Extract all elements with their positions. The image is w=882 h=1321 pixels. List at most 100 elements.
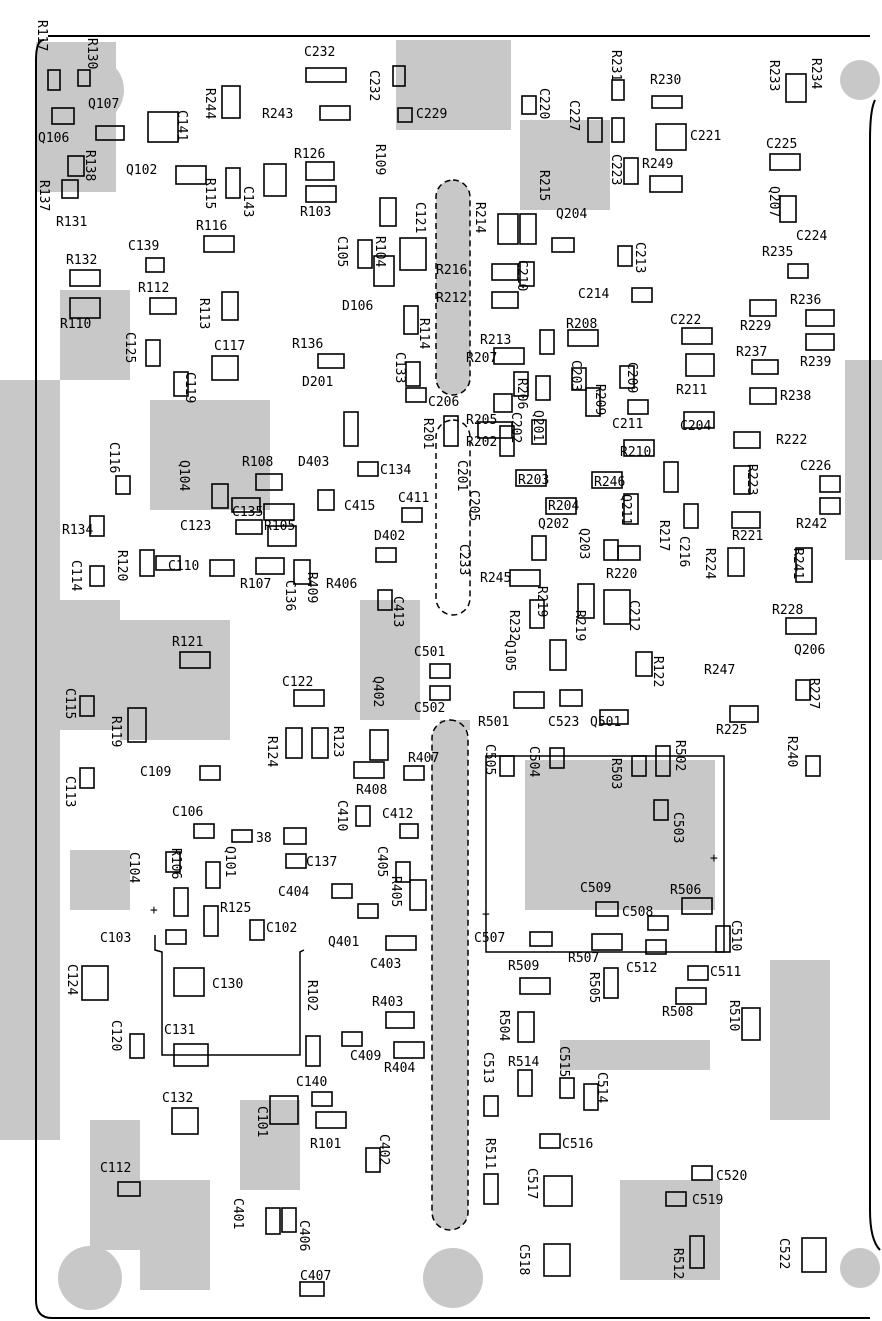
- component-label: R209: [592, 384, 607, 415]
- component-label: C202: [508, 412, 523, 443]
- component-label: C135: [232, 505, 263, 520]
- slot-middle: [435, 419, 471, 616]
- component-label: R113: [196, 298, 211, 329]
- component-label: R207: [466, 351, 497, 366]
- component-label: Q206: [794, 643, 825, 658]
- component-label: R249: [642, 157, 673, 172]
- copper-pour: [0, 40, 882, 1310]
- component-label: R117: [34, 20, 49, 51]
- component-label: R243: [262, 107, 293, 122]
- component-label: R245: [480, 571, 511, 586]
- component-label: R121: [172, 635, 203, 650]
- component-label: R204: [548, 499, 579, 514]
- component-label: C229: [416, 107, 447, 122]
- component-label: R514: [508, 1055, 539, 1070]
- component-label: R229: [740, 319, 771, 334]
- component-label: R125: [220, 901, 251, 916]
- component-label: R238: [780, 389, 811, 404]
- board-edge-right: [869, 99, 881, 1251]
- component-label: R512: [670, 1248, 685, 1279]
- component-label: C209: [624, 362, 639, 393]
- plus-mark: +: [482, 907, 490, 922]
- component-label: R240: [784, 736, 799, 767]
- component-label: R136: [292, 337, 323, 352]
- component-label: C130: [212, 977, 243, 992]
- component-label: C103: [100, 931, 131, 946]
- component-label: R232: [506, 610, 521, 641]
- component-label: R509: [508, 959, 539, 974]
- component-label: R110: [60, 317, 91, 332]
- component-label: C216: [676, 536, 691, 567]
- component-label: Q102: [126, 163, 157, 178]
- component-label: C510: [728, 920, 743, 951]
- component-label: R211: [676, 383, 707, 398]
- component-label: R230: [650, 73, 681, 88]
- component-label: R130: [84, 38, 99, 69]
- footprints: [47, 65, 841, 1297]
- component-label: C504: [526, 746, 541, 777]
- component-label: C411: [398, 491, 429, 506]
- component-label: R219: [534, 586, 549, 617]
- component-label: R505: [586, 972, 601, 1003]
- component-label: C415: [344, 499, 375, 514]
- component-label: C227: [566, 100, 581, 131]
- component-label: R124: [264, 736, 279, 767]
- component-label: R212: [436, 291, 467, 306]
- component-label: R202: [466, 435, 497, 450]
- slot-upper: [435, 179, 471, 396]
- component-label: R405: [388, 876, 403, 907]
- component-label: C221: [690, 129, 721, 144]
- component-label: R138: [82, 150, 97, 181]
- component-label: C117: [214, 339, 245, 354]
- component-label: R247: [704, 663, 735, 678]
- component-label: C212: [626, 600, 641, 631]
- component-label: C507: [474, 931, 505, 946]
- component-label: R241: [790, 548, 805, 579]
- component-label: Q211: [618, 494, 633, 525]
- component-label: C503: [670, 812, 685, 843]
- component-label: C410: [334, 800, 349, 831]
- component-label: C517: [524, 1168, 539, 1199]
- component-label: R102: [304, 980, 319, 1011]
- component-label: R122: [650, 656, 665, 687]
- component-label: C204: [680, 419, 711, 434]
- component-label: C505: [482, 744, 497, 775]
- component-label: R104: [372, 236, 387, 267]
- component-label: R216: [436, 263, 467, 278]
- component-label: Q204: [556, 207, 587, 222]
- component-label: R237: [736, 345, 767, 360]
- component-label: C101: [254, 1106, 269, 1137]
- component-label: R106: [168, 848, 183, 879]
- component-label: R210: [620, 445, 651, 460]
- component-label: C124: [64, 964, 79, 995]
- plus-mark: +: [150, 903, 158, 918]
- component-label: C233: [456, 544, 471, 575]
- slot-lower: [431, 719, 469, 1231]
- component-label: R114: [416, 318, 431, 349]
- component-label: C201: [454, 460, 469, 491]
- component-label: R221: [732, 529, 763, 544]
- component-label: R220: [606, 567, 637, 582]
- component-label: C109: [140, 765, 171, 780]
- component-label: C125: [122, 332, 137, 363]
- component-label: C112: [100, 1161, 131, 1176]
- component-label: C409: [350, 1049, 381, 1064]
- component-label: C116: [106, 442, 121, 473]
- component-label: R408: [356, 783, 387, 798]
- component-label: C223: [608, 154, 623, 185]
- component-label: R115: [202, 178, 217, 209]
- component-label: R510: [726, 1000, 741, 1031]
- component-label: R201: [420, 418, 435, 449]
- component-label: C226: [800, 459, 831, 474]
- component-label: C133: [392, 352, 407, 383]
- component-label: C232: [304, 45, 335, 60]
- component-label: C508: [622, 905, 653, 920]
- component-label: R213: [480, 333, 511, 348]
- component-label: C131: [164, 1023, 195, 1038]
- component-label: Q104: [176, 460, 191, 491]
- component-label: C139: [128, 239, 159, 254]
- board-outline: [35, 35, 870, 1319]
- component-label: C134: [380, 463, 411, 478]
- component-label: C206: [428, 395, 459, 410]
